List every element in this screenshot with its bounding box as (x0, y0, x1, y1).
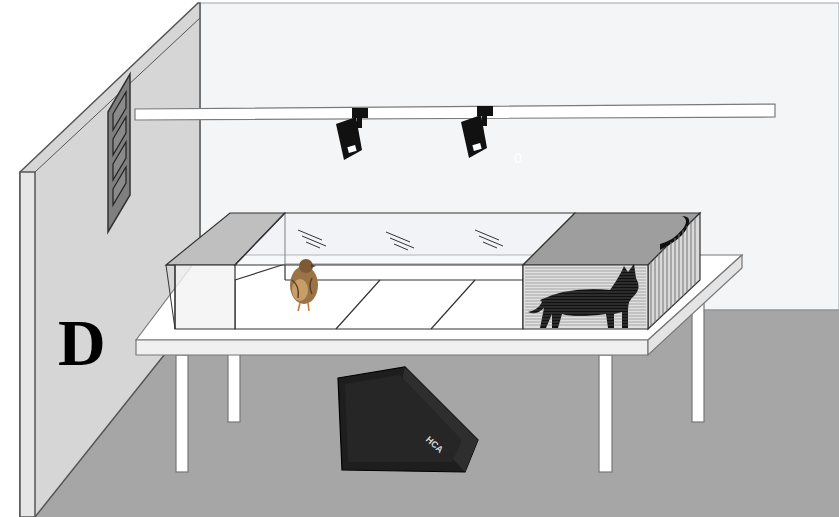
table-edge (136, 340, 648, 355)
zone-line (336, 280, 380, 329)
runway-back-edge (285, 279, 523, 280)
zone-line (431, 280, 475, 329)
glass-glint (298, 230, 503, 250)
panel-letter: D (58, 310, 106, 376)
floor (35, 310, 839, 517)
runway-floor (235, 264, 523, 329)
quail (290, 259, 318, 311)
start-box-front (175, 265, 235, 329)
glass-lid (235, 213, 575, 265)
left-wall-edge (20, 172, 35, 517)
table-top (136, 255, 742, 340)
cage-side (648, 213, 700, 329)
floor-edge (700, 310, 839, 311)
camera-rail (135, 104, 775, 120)
camera (336, 108, 368, 160)
start-box-side (166, 265, 175, 329)
air-vent (108, 74, 130, 232)
back-wall (200, 3, 839, 310)
cat-silhouette (528, 216, 689, 328)
cage-front (523, 265, 648, 329)
vent-slats (113, 92, 126, 205)
loudspeaker (338, 367, 478, 472)
camera (461, 106, 493, 158)
frame-counter: 0 (514, 151, 522, 165)
cage-bars (525, 218, 695, 326)
